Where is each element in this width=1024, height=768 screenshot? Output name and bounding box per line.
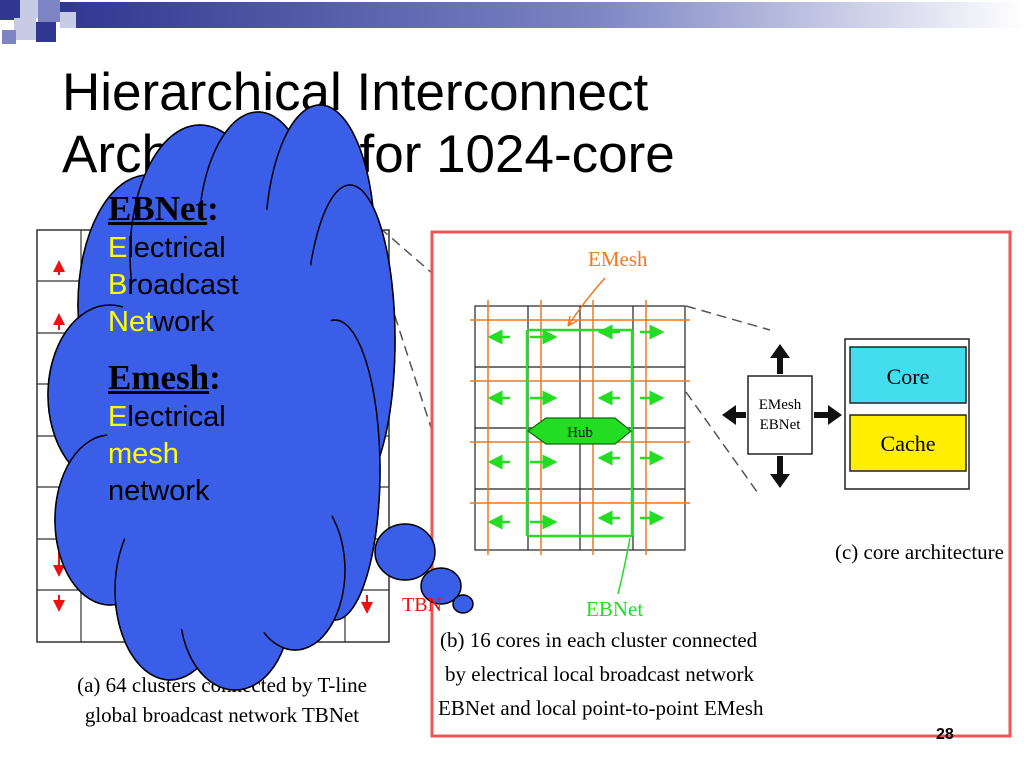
cloud-text: EBNet: Electrical Broadcast Network Emes…: [108, 190, 318, 510]
caption-c: (c) core architecture: [835, 540, 1004, 564]
ebnet-l2-rest: roadcast: [127, 269, 239, 301]
emesh-l3: network: [108, 475, 210, 507]
caption-b-line2: by electrical local broadcast network: [445, 662, 755, 686]
ebnet-colon: :: [207, 189, 219, 228]
emesh-label: EMesh: [588, 247, 648, 271]
ebnet-l1-initial: E: [108, 232, 128, 264]
ebnet-l1-rest: lectrical: [127, 232, 226, 264]
slide-title: Hierarchical Interconnect Architecture f…: [62, 62, 942, 186]
ebnet-arrows: [487, 324, 665, 530]
hub-shape: [526, 417, 632, 445]
diagram-c-core-architecture: [685, 305, 970, 497]
emesh-l1-rest: lectrical: [127, 401, 226, 433]
tbnet-label: TBN: [402, 594, 442, 616]
ebnet-heading: EBNet: [108, 189, 208, 228]
emesh-colon: :: [209, 358, 221, 397]
ebnet-l3-rest: work: [153, 306, 215, 338]
router-label-line1: EMesh: [759, 397, 802, 413]
emesh-l2: mesh: [108, 438, 179, 470]
cache-label: Cache: [881, 431, 936, 456]
title-bar-decoration: [0, 0, 1024, 44]
caption-b-line3: EBNet and local point-to-point EMesh: [438, 696, 764, 720]
core-label: Core: [887, 364, 930, 389]
router-label-line2: EBNet: [760, 417, 802, 433]
emesh-l1-initial: E: [108, 401, 128, 433]
slide-number: 28: [936, 726, 954, 743]
caption-b-line1: (b) 16 cores in each cluster connected: [440, 628, 758, 652]
emesh-heading: Emesh: [108, 358, 210, 397]
caption-a-line2: global broadcast network TBNet: [85, 703, 359, 727]
ebnet-label: EBNet: [586, 597, 643, 621]
ebnet-l2-initial: B: [108, 269, 128, 301]
hub-label: Hub: [567, 425, 593, 441]
title-line-1: Hierarchical Interconnect: [62, 63, 649, 122]
ebnet-l3-initial: Net: [108, 306, 154, 338]
title-line-2: Architecture for 1024-core: [62, 125, 675, 184]
caption-a-line1: (a) 64 clusters connected by T-line: [77, 673, 367, 697]
